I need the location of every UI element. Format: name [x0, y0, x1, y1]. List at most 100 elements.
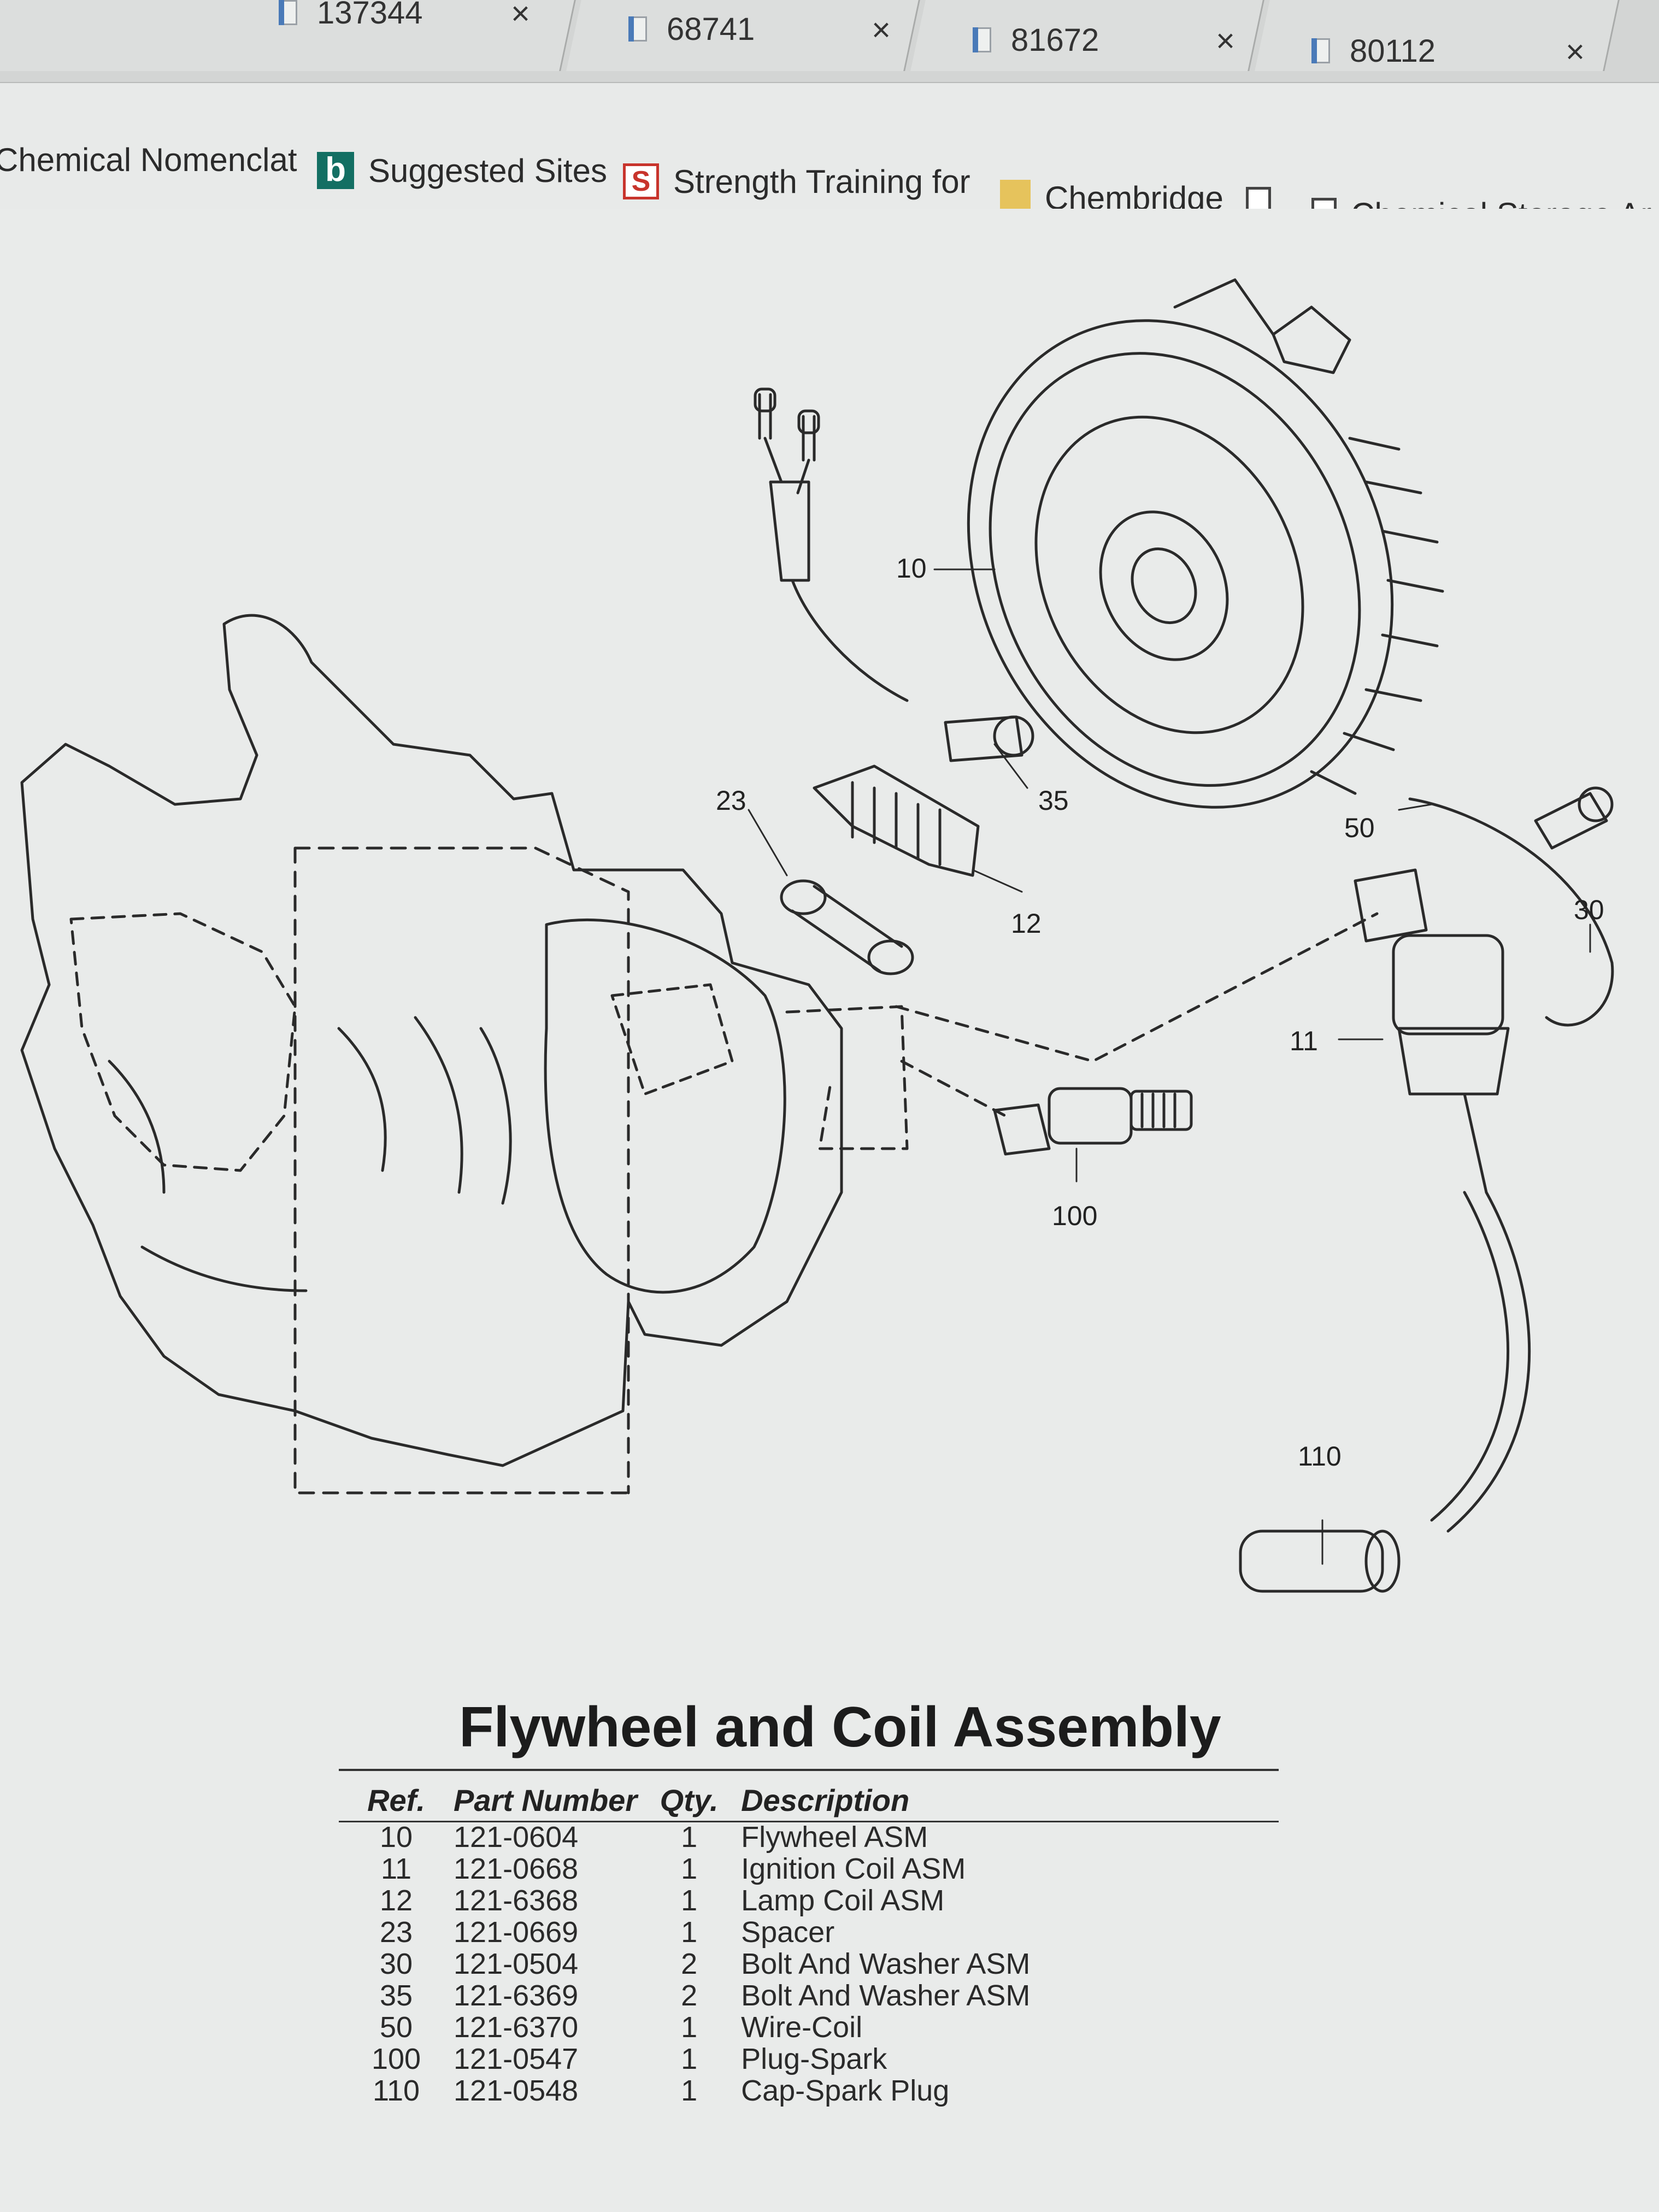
- bolt-30-drawing: [1534, 786, 1614, 850]
- tab-favicon-icon: [973, 27, 991, 52]
- parts-list-title: Flywheel and Coil Assembly: [459, 1696, 1221, 1759]
- tab-favicon-icon: [279, 0, 297, 25]
- cell-qty: 1: [681, 2043, 698, 2075]
- cell-qty: 1: [681, 2011, 698, 2044]
- spark-plug-cap-drawing: [1239, 1191, 1531, 1593]
- bookmark-suggested-sites[interactable]: b Suggested Sites: [317, 149, 607, 192]
- cell-part-number: 121-0547: [454, 2043, 579, 2075]
- cell-ref: 50: [379, 2011, 413, 2044]
- callout-23: 23: [716, 785, 746, 816]
- table-row: 50 121-6370 1 Wire-Coil: [361, 2011, 1052, 2043]
- page-content: 10 30 35 23 50 12 11 100 110 Flywheel an…: [0, 209, 1659, 2212]
- cell-qty: 1: [681, 1821, 698, 1854]
- cell-ref: 100: [371, 2043, 421, 2075]
- table-row: 35 121-6369 2 Bolt And Washer ASM: [361, 1980, 1052, 2011]
- table-row: 100 121-0547 1 Plug-Spark: [361, 2043, 1052, 2075]
- cell-description: Flywheel ASM: [741, 1821, 928, 1854]
- tab-favicon-icon: [1311, 38, 1330, 63]
- tab-close-icon[interactable]: ×: [1565, 33, 1585, 70]
- callout-11: 11: [1290, 1026, 1318, 1056]
- cell-ref: 10: [379, 1821, 413, 1854]
- bookmark-label: Chemical Nomenclat: [0, 141, 297, 178]
- callout-35: 35: [1038, 785, 1069, 816]
- callout-110: 110: [1298, 1441, 1342, 1472]
- cell-qty: 1: [681, 1916, 698, 1949]
- cell-description: Plug-Spark: [741, 2043, 887, 2075]
- tab-close-icon[interactable]: ×: [510, 0, 530, 32]
- tab-title: 137344: [317, 0, 423, 31]
- bookmark-label: Suggested Sites: [368, 152, 607, 189]
- tab-close-icon[interactable]: ×: [1215, 22, 1235, 59]
- cell-qty: 2: [681, 1948, 698, 1980]
- callout-10: 10: [896, 553, 927, 584]
- cell-description: Bolt And Washer ASM: [741, 1948, 1031, 1980]
- table-row: 11 121-0668 1 Ignition Coil ASM: [361, 1853, 1052, 1885]
- cell-ref: 23: [379, 1916, 413, 1949]
- tab-strip: 137344 × 68741 × 81672 × 80112 ×: [0, 0, 1659, 83]
- bing-icon: b: [317, 152, 354, 189]
- column-header-qty: Qty.: [660, 1783, 719, 1817]
- cell-part-number: 121-0548: [454, 2074, 579, 2107]
- bookmark-strength-training[interactable]: S Strength Training for: [623, 160, 970, 203]
- cell-description: Bolt And Washer ASM: [741, 1979, 1031, 2012]
- ignition-coil-drawing: [1354, 868, 1510, 1194]
- cell-part-number: 121-6370: [454, 2011, 579, 2044]
- tab-favicon-icon: [628, 16, 647, 42]
- bookmarks-bar: Chemical Nomenclat b Suggested Sites S S…: [0, 83, 1659, 233]
- cell-part-number: 121-6369: [454, 1979, 579, 2012]
- cell-qty: 2: [681, 1979, 698, 2012]
- tab-title: 81672: [1011, 22, 1099, 58]
- cell-ref: 30: [379, 1948, 413, 1980]
- tab-item[interactable]: 68741 ×: [607, 0, 923, 66]
- cell-ref: 35: [379, 1979, 413, 2012]
- cell-part-number: 121-0668: [454, 1852, 579, 1885]
- table-header-row: Ref. Part Number Qty. Description: [361, 1782, 1052, 1821]
- tab-137344[interactable]: [0, 0, 281, 71]
- table-row: 23 121-0669 1 Spacer: [361, 1916, 1052, 1948]
- cell-description: Cap-Spark Plug: [741, 2074, 950, 2107]
- column-header-description: Description: [741, 1783, 910, 1817]
- bookmark-chemical-nomenclature[interactable]: Chemical Nomenclat: [0, 138, 297, 181]
- tab-title: 80112: [1350, 33, 1436, 69]
- cell-part-number: 121-0669: [454, 1916, 579, 1949]
- cell-description: Lamp Coil ASM: [741, 1884, 945, 1917]
- tab-item[interactable]: 81672 ×: [951, 5, 1268, 77]
- exploded-parts-diagram: 10 30 35 23 50 12 11 100 110: [20, 278, 1614, 1593]
- cell-qty: 1: [681, 1852, 698, 1885]
- s-icon: S: [623, 163, 659, 199]
- callout-12: 12: [1011, 908, 1042, 939]
- cell-description: Wire-Coil: [741, 2011, 863, 2044]
- leader-lines: [748, 568, 1591, 1565]
- parts-table: Ref. Part Number Qty. Description 10 121…: [361, 1782, 1052, 2107]
- table-row: 10 121-0604 1 Flywheel ASM: [361, 1821, 1052, 1853]
- cell-description: Spacer: [741, 1916, 835, 1949]
- spacer-23-drawing: [780, 879, 914, 975]
- engine-block-drawing: [20, 614, 1379, 1495]
- cell-part-number: 121-0504: [454, 1948, 579, 1980]
- tab-close-icon[interactable]: ×: [871, 11, 891, 48]
- lamp-coil-drawing: [754, 387, 980, 877]
- cell-ref: 12: [379, 1884, 413, 1917]
- cell-description: Ignition Coil ASM: [741, 1852, 966, 1885]
- divider: [339, 1821, 1279, 1822]
- callout-100: 100: [1052, 1201, 1097, 1231]
- cell-ref: 110: [372, 2074, 420, 2107]
- bookmark-label: Strength Training for: [673, 163, 970, 200]
- table-row: 110 121-0548 1 Cap-Spark Plug: [361, 2075, 1052, 2107]
- bolt-35-drawing: [944, 715, 1034, 762]
- flywheel-drawing: [967, 278, 1444, 809]
- column-header-part-number: Part Number: [454, 1783, 638, 1817]
- cell-part-number: 121-6368: [454, 1884, 579, 1917]
- cell-ref: 11: [380, 1852, 412, 1885]
- callout-50: 50: [1344, 813, 1375, 843]
- spark-plug-drawing: [993, 1087, 1193, 1156]
- cell-qty: 1: [681, 1884, 698, 1917]
- tab-item[interactable]: 137344 ×: [257, 0, 563, 49]
- table-row: 12 121-6368 1 Lamp Coil ASM: [361, 1885, 1052, 1916]
- column-header-ref: Ref.: [367, 1783, 425, 1817]
- callout-30: 30: [1574, 895, 1604, 925]
- tab-item[interactable]: 80112 ×: [1290, 16, 1617, 87]
- tab-title: 68741: [667, 11, 755, 47]
- table-row: 30 121-0504 2 Bolt And Washer ASM: [361, 1948, 1052, 1980]
- divider: [339, 1769, 1279, 1771]
